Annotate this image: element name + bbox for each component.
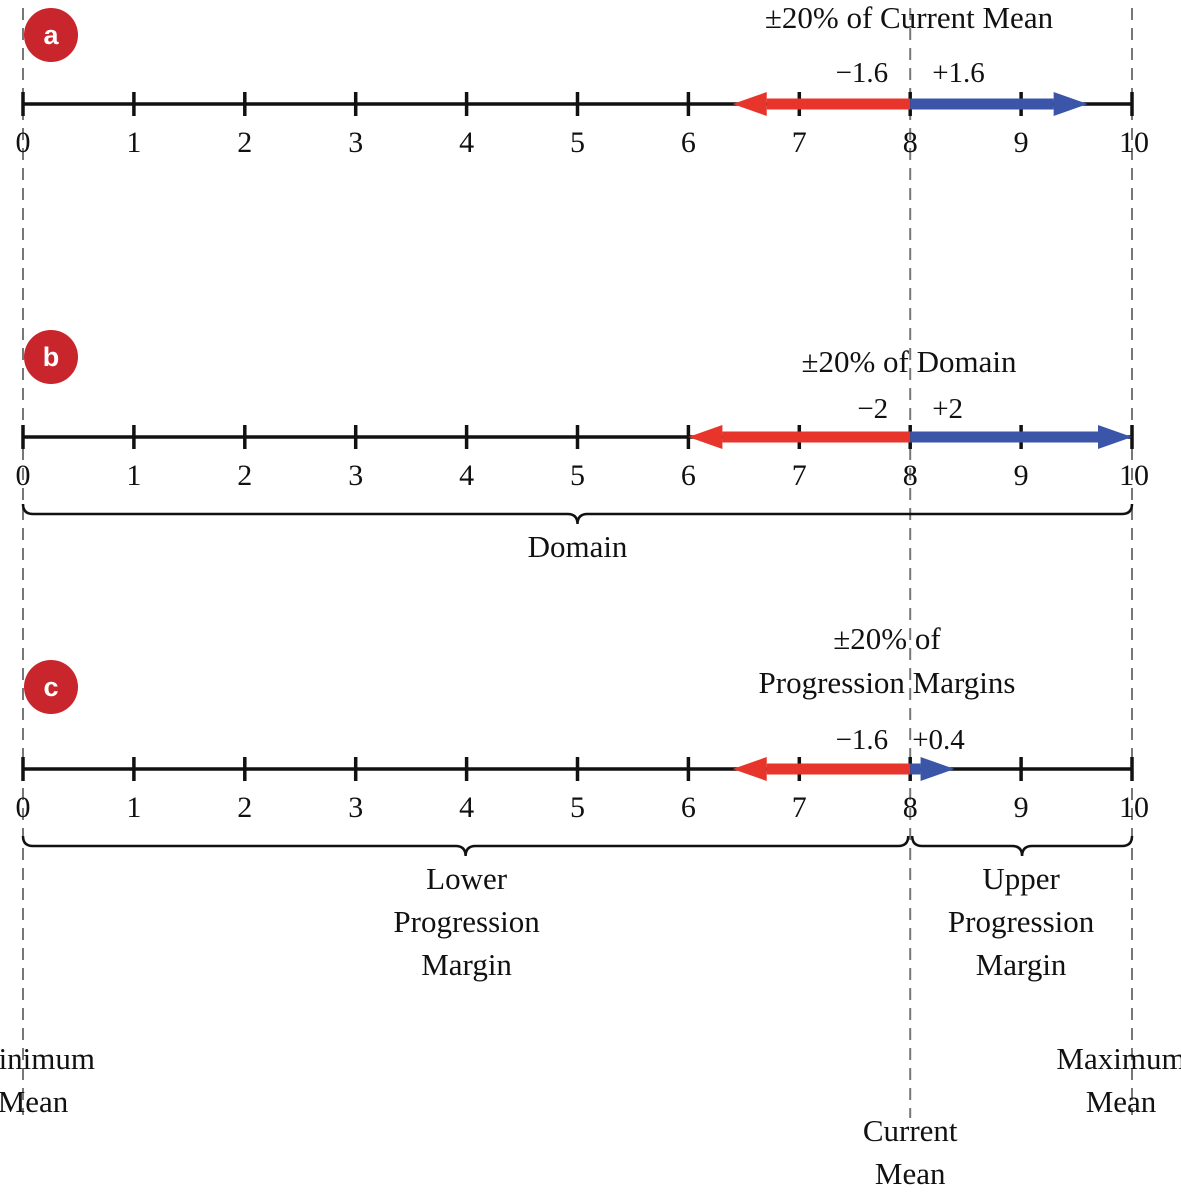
panel-b-tick-label-5: 5 — [570, 459, 585, 492]
panel-c-minus-arrow-head — [732, 757, 767, 781]
panel-c-tick-label-3: 3 — [348, 791, 363, 824]
panel-c-tick-label-8: 8 — [903, 791, 918, 824]
maximum-mean-label-1: Mean — [1086, 1084, 1157, 1119]
panel-a-minus-arrow-head — [732, 92, 767, 116]
panel-b-plus-arrow-head — [1098, 425, 1132, 449]
panel-b-minus-label: −2 — [857, 393, 888, 425]
panel-b-tick-label-8: 8 — [903, 459, 918, 492]
panel-a-tick-label-10: 10 — [1119, 126, 1149, 159]
panel-b-plus-label: +2 — [932, 393, 963, 425]
panel-b-tick-label-2: 2 — [237, 459, 252, 492]
panel-c-tick-label-5: 5 — [570, 791, 585, 824]
panel-b-tick-label-9: 9 — [1014, 459, 1029, 492]
panel-c-badge-label: c — [43, 672, 58, 702]
panel-b-brace-label-0-0: Domain — [528, 529, 628, 564]
panel-a-plus-label: +1.6 — [932, 57, 985, 89]
panel-c-brace-label-0-2: Margin — [421, 947, 512, 982]
panel-c-tick-label-0: 0 — [16, 791, 31, 824]
panel-a-tick-label-1: 1 — [126, 126, 141, 159]
panel-c-heading-line-1: Progression Margins — [759, 665, 1016, 700]
panel-a-tick-label-8: 8 — [903, 126, 918, 159]
panel-b-tick-label-7: 7 — [792, 459, 807, 492]
current-mean-label-0: Current — [863, 1113, 958, 1148]
panel-b-heading-line-0: ±20% of Domain — [801, 344, 1017, 379]
minimum-mean-label-1: Mean — [0, 1084, 69, 1119]
panel-c-heading-line-0: ±20% of — [833, 621, 941, 656]
panel-a-tick-label-7: 7 — [792, 126, 807, 159]
panel-b-tick-label-10: 10 — [1119, 459, 1149, 492]
panel-a-tick-label-6: 6 — [681, 126, 696, 159]
panel-b-tick-label-4: 4 — [459, 459, 474, 492]
panel-a-tick-label-5: 5 — [570, 126, 585, 159]
panel-c-tick-label-4: 4 — [459, 791, 474, 824]
panel-c-minus-label: −1.6 — [836, 724, 889, 756]
panel-c-tick-label-7: 7 — [792, 791, 807, 824]
panel-c-brace-label-1-2: Margin — [976, 947, 1067, 982]
panel-a-tick-label-3: 3 — [348, 126, 363, 159]
panel-b-minus-arrow-head — [688, 425, 723, 449]
panel-b-tick-label-6: 6 — [681, 459, 696, 492]
panel-a-tick-label-4: 4 — [459, 126, 474, 159]
panel-c-tick-label-6: 6 — [681, 791, 696, 824]
current-mean-label-1: Mean — [875, 1156, 946, 1191]
panel-c-brace-label-1-0: Upper — [982, 861, 1060, 896]
panel-c-brace-label-0-1: Progression — [393, 904, 540, 939]
panel-c-tick-label-2: 2 — [237, 791, 252, 824]
panel-c-badge — [24, 660, 78, 714]
panel-a-plus-arrow-head — [1053, 92, 1088, 116]
minimum-mean-label-0: Minimum — [0, 1041, 95, 1076]
panel-b-badge-label: b — [43, 342, 60, 372]
panel-c-tick-label-10: 10 — [1119, 791, 1149, 824]
maximum-mean-label-0: Maximum — [1056, 1041, 1181, 1076]
panel-b-tick-label-0: 0 — [16, 459, 31, 492]
panel-b-brace-0 — [21, 503, 1134, 525]
panel-c-plus-label: +0.4 — [912, 724, 965, 756]
panel-c-tick-label-9: 9 — [1014, 791, 1029, 824]
panel-a-heading-line-0: ±20% of Current Mean — [765, 0, 1054, 35]
panel-b-tick-label-1: 1 — [126, 459, 141, 492]
panel-c-brace-label-0-0: Lower — [426, 861, 508, 896]
panel-a-tick-label-9: 9 — [1014, 126, 1029, 159]
panel-a-badge-label: a — [43, 20, 59, 50]
panel-a-minus-label: −1.6 — [836, 57, 889, 89]
panel-c-brace-0 — [21, 835, 910, 857]
panel-a-tick-label-0: 0 — [16, 126, 31, 159]
panel-b-tick-label-3: 3 — [348, 459, 363, 492]
panel-c-brace-label-1-1: Progression — [948, 904, 1095, 939]
panel-c-plus-arrow-head — [920, 757, 955, 781]
panel-a-badge — [24, 8, 78, 62]
panel-c-tick-label-1: 1 — [126, 791, 141, 824]
panel-a-tick-label-2: 2 — [237, 126, 252, 159]
panel-c-brace-1 — [910, 835, 1134, 857]
panel-b-badge — [24, 330, 78, 384]
